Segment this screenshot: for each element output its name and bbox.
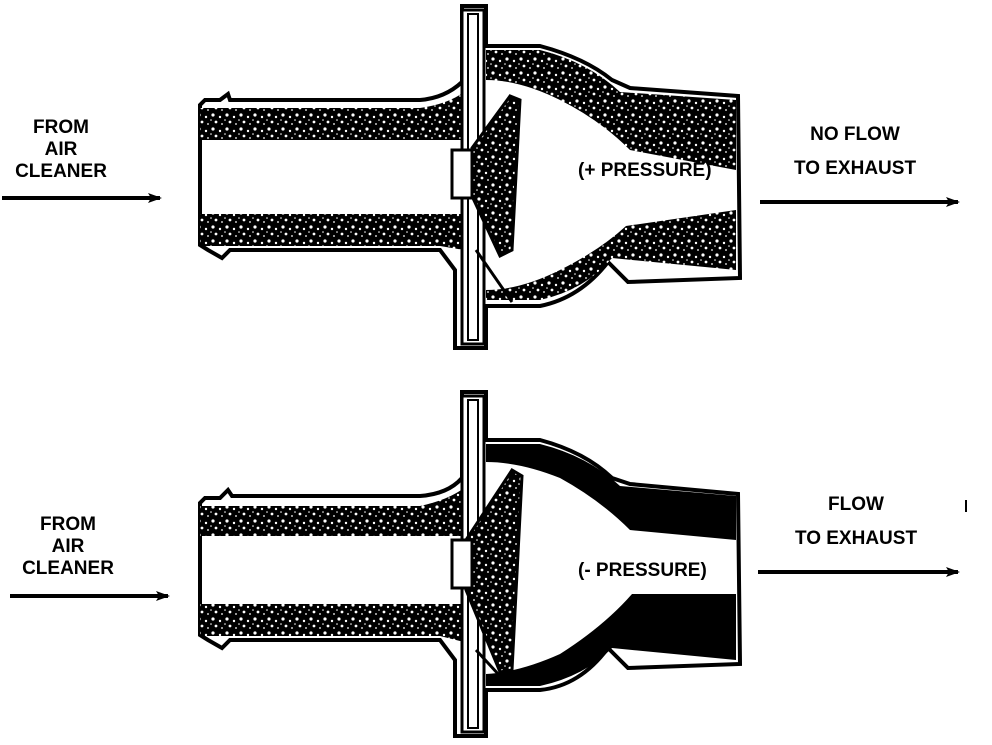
bottom-inlet-label-line1: FROM [40,514,96,535]
top-valve [198,4,743,350]
bottom-outlet-label: FLOW TO EXHAUST [776,494,936,550]
top-outlet-wall-lower [486,210,736,300]
top-pressure-label: (+ PRESSURE) [578,160,712,181]
top-valve-housing [198,4,743,350]
bottom-inlet-label-line2: AIR [51,536,85,557]
top-outlet-wall-upper [486,50,736,170]
bottom-outlet-label-line2: TO EXHAUST [794,528,918,549]
top-inlet-label-line1: FROM [33,117,89,138]
bottom-outlet-wall-upper [486,444,736,540]
bottom-valve [198,390,743,738]
bottom-inlet-wall-lower [200,604,464,642]
top-inlet-wall-lower [200,214,464,250]
top-disc-stem [450,148,474,200]
bottom-outlet-label-line1: FLOW [828,494,884,515]
top-outlet-label: NO FLOW TO EXHAUST [780,124,930,180]
bottom-outlet-wall-lower [486,594,736,686]
top-inlet-wall-upper [200,92,464,140]
bottom-inlet-wall-upper [200,488,464,536]
top-outlet-label-line2: TO EXHAUST [793,158,917,179]
bottom-check-disc [464,467,524,674]
top-inlet-label-line3: CLEANER [15,161,107,182]
top-inlet-label-line2: AIR [44,139,78,160]
top-inlet-label: FROM AIR CLEANER [14,117,108,183]
bottom-inlet-label-line3: CLEANER [22,558,114,579]
bottom-disc-stem [450,538,474,590]
bottom-inlet-label: FROM AIR CLEANER [18,514,118,580]
bottom-pressure-label: (- PRESSURE) [578,560,707,581]
bottom-valve-housing [198,390,743,738]
top-outlet-label-line1: NO FLOW [810,124,900,145]
